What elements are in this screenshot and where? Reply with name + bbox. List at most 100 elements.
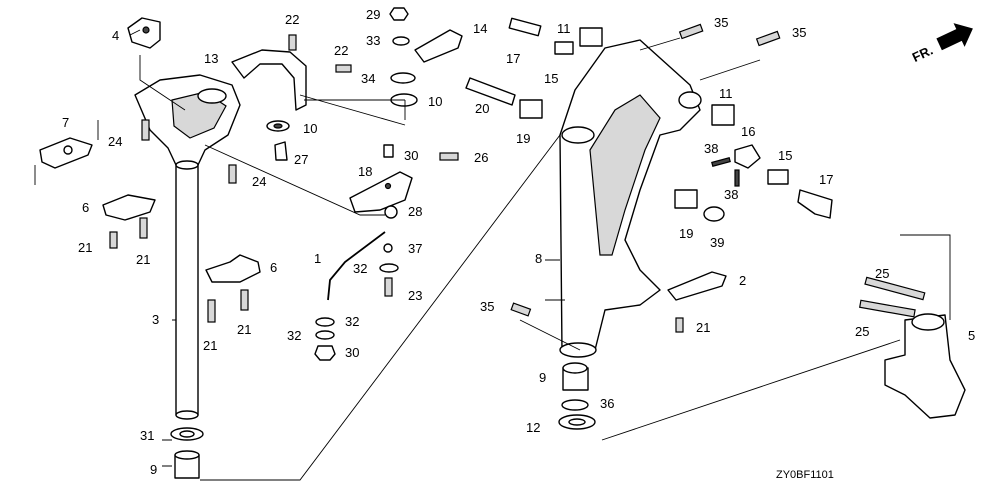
callout-18: 18: [358, 164, 372, 179]
callout-29: 29: [366, 7, 380, 22]
bolts-left: [109, 119, 249, 323]
grease-fittings-35: [510, 23, 781, 317]
callout-20: 20: [475, 101, 489, 116]
washer-10a: [266, 120, 290, 132]
callout-5: 5: [968, 328, 975, 343]
callout-38-a: 38: [704, 141, 718, 156]
lever-16: [734, 144, 761, 169]
link-rod-1: [327, 231, 386, 301]
swivel-case-pivot: [678, 91, 702, 109]
leader-lines: [129, 29, 951, 481]
fitting-35c: [510, 302, 532, 317]
fitting-35a: [678, 23, 704, 40]
washer-32b-ring: [315, 317, 335, 327]
callout-9-left: 9: [150, 462, 157, 477]
pin-17a: [508, 17, 542, 37]
bushing-11a-body: [579, 27, 603, 47]
washer-34: [390, 72, 416, 84]
callout-21-d: 21: [203, 338, 217, 353]
callout-32-b: 32: [345, 314, 359, 329]
pin-15a-body: [554, 41, 574, 55]
bushing-9a-top: [174, 450, 200, 460]
fitting-35b: [755, 30, 781, 47]
callout-22-b: 22: [334, 43, 348, 58]
swivel-case-bottom-bore: [559, 342, 597, 358]
pin-17a-body: [508, 17, 542, 37]
bushing-19a-body: [519, 99, 543, 119]
callout-6-upper: 6: [82, 200, 89, 215]
pin-20: [465, 77, 516, 106]
link-14-body: [414, 29, 463, 63]
steering-shaft: [175, 159, 199, 420]
washer-10a-inner: [273, 123, 283, 129]
callout-11-a: 11: [557, 21, 571, 36]
bracket-5-bore: [911, 313, 945, 331]
washer-32a-ring: [379, 263, 399, 273]
washer-12: [558, 414, 596, 430]
callout-19-a: 19: [516, 131, 530, 146]
bracket-18-hole: [384, 182, 392, 190]
bolt-22b: [335, 64, 352, 73]
bushing-9b: [562, 362, 589, 391]
front-arrow-icon: [936, 23, 973, 51]
plate-7-hole: [63, 145, 73, 155]
callout-15-b: 15: [778, 148, 792, 163]
callout-10-a: 10: [303, 121, 317, 136]
bolt-24a: [141, 119, 150, 141]
callout-17-b: 17: [819, 172, 833, 187]
callout-4: 4: [112, 28, 119, 43]
callout-8: 8: [535, 251, 542, 266]
steering-yoke-casting: [134, 74, 241, 170]
callout-23: 23: [408, 288, 422, 303]
callout-28: 28: [408, 204, 422, 219]
lever-16-body: [734, 144, 761, 169]
bolt-26: [439, 152, 459, 161]
bolt-21e: [675, 317, 684, 333]
bracket-4-hole: [142, 26, 150, 34]
pin-38a: [711, 157, 731, 167]
bolt-23-body: [384, 277, 393, 297]
callout-21-c: 21: [237, 322, 251, 337]
callout-10-b: 10: [428, 94, 442, 109]
bushing-11b: [711, 104, 735, 126]
bolt-26-body: [439, 152, 459, 161]
bracket-5: [884, 313, 966, 419]
bolt-25b: [859, 299, 916, 318]
washer-31-inner: [179, 430, 195, 438]
callout-13: 13: [204, 51, 218, 66]
bracket-4: [127, 17, 161, 49]
washer-33-ring: [392, 36, 410, 46]
nut-30b-body: [314, 345, 336, 361]
callout-12: 12: [526, 420, 540, 435]
callout-24-lower: 24: [252, 174, 266, 189]
link-rod-1-body: [327, 231, 386, 301]
shaft-tube: [175, 159, 199, 416]
clip-27: [274, 141, 288, 161]
callout-17-a: 17: [506, 51, 520, 66]
callout-32-c: 32: [287, 328, 301, 343]
front-direction-indicator: FR.: [910, 23, 973, 65]
bushing-9-left: [174, 450, 200, 479]
nut-29-body: [389, 7, 409, 21]
pin-17b-body: [797, 189, 833, 219]
bolts-25: [859, 276, 926, 318]
bolt-21a: [109, 231, 118, 249]
bolt-21c: [207, 299, 216, 323]
callout-33: 33: [366, 33, 380, 48]
swivel-case-8: [559, 39, 702, 358]
callout-24-upper: 24: [108, 134, 122, 149]
callout-32-a: 32: [353, 261, 367, 276]
bushing-9b-top: [562, 362, 588, 374]
callout-21-b: 21: [136, 252, 150, 267]
bracket-18-body: [349, 171, 413, 213]
pin-15b: [767, 169, 789, 185]
bushing-19b: [674, 189, 698, 209]
swivel-case-web: [589, 94, 661, 256]
nut-30a: [383, 144, 394, 158]
callout-21-a: 21: [78, 240, 92, 255]
bracket-6-upper: [102, 194, 156, 221]
cover-13: [231, 49, 307, 111]
callout-19-b: 19: [679, 226, 693, 241]
bracket-5-body: [884, 314, 966, 419]
callout-22-a: 22: [285, 12, 299, 27]
